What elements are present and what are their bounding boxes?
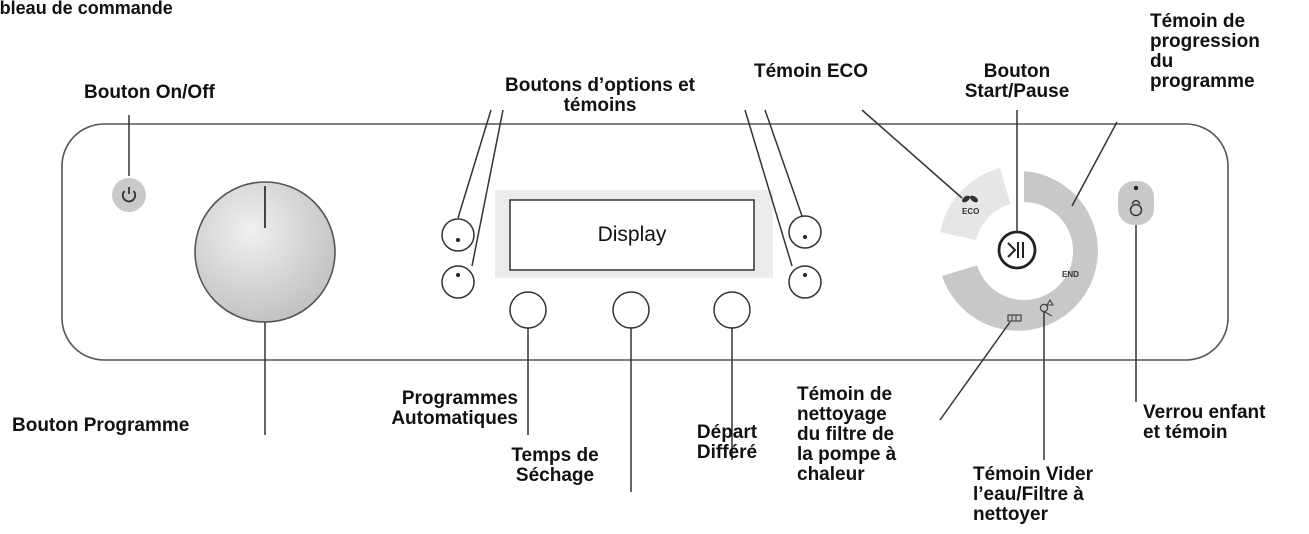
label-line: Séchage [515,465,595,486]
label-line: Témoin de [797,384,893,405]
label-eco-indicator: Témoin ECO [754,61,869,82]
label-progress-indicator: Témoin de progression du programme [1150,12,1260,92]
label-auto-programs: Programmes Automatiques [300,389,518,429]
leader-lines [128,109,1137,492]
label-line: Témoin de [1150,11,1246,32]
label-delay-start: Départ Différé [662,423,792,463]
label-on-off-button: Bouton On/Off [84,82,215,103]
label-line: nettoyer [973,504,1048,525]
label-line: et témoin [1143,422,1228,443]
label-line: Boutons d’options et [505,75,695,96]
label-line: progression [1150,31,1260,52]
indicator-dot [456,238,460,242]
display-screen [509,199,755,271]
option-button-left-bottom[interactable] [441,265,475,299]
label-line: Bouton [983,61,1051,82]
label-line: Start/Pause [964,81,1070,102]
eco-indicator-label: ECO [962,207,980,216]
leader-line [764,109,803,217]
play-pause-icon [1007,242,1017,258]
label-water-filter: Témoin Vider l’eau/Filtre à nettoyer [973,465,1093,525]
drying-time-button[interactable] [612,291,650,329]
label-line: Témoin Vider [973,464,1094,485]
label-line: nettoyage [797,404,887,425]
leader-line [1071,121,1118,207]
child-lock-button[interactable] [1118,181,1154,225]
label-line: Automatiques [391,408,518,429]
label-option-buttons: Boutons d’options et témoins [465,76,735,116]
option-button-right-bottom[interactable] [788,265,822,299]
label-line: Programmes [401,388,518,409]
delay-start-button[interactable] [713,291,751,329]
label-child-lock: Verrou enfant et témoin [1143,403,1265,443]
label-start-pause: Bouton Start/Pause [942,62,1092,102]
lock-icon [1129,199,1143,217]
label-line: l’eau/Filtre à [973,484,1084,505]
label-line: Verrou enfant [1143,402,1266,423]
option-button-right-top[interactable] [788,215,822,249]
label-program-knob: Bouton Programme [12,415,190,436]
leader-line [861,109,963,199]
power-icon [121,190,137,203]
leader-line [471,109,504,267]
water-filter-icon [1039,298,1054,317]
heat-pump-filter-icon [1007,314,1022,322]
label-line: la pompe à [797,444,897,465]
label-line: témoins [563,95,637,116]
leader-line [939,321,1011,421]
page-title: Tableau de commande [0,0,173,18]
label-line: du filtre de [797,424,895,445]
indicator-dot [1133,185,1139,191]
label-drying-time: Temps de Séchage [490,446,620,486]
label-line: programme [1150,71,1255,92]
auto-programs-button[interactable] [509,291,547,329]
on-off-button[interactable] [112,178,146,212]
indicator-dot [803,273,807,277]
eco-leaf-icon [962,195,978,203]
option-button-left-top[interactable] [441,218,475,252]
leader-line [457,109,492,219]
indicator-dot [803,235,807,239]
label-line: Départ [696,422,758,443]
label-line: du [1150,51,1174,72]
label-line: chaleur [797,464,865,485]
indicator-dot [456,273,460,277]
end-indicator-label: END [1062,270,1079,279]
start-pause-button[interactable] [997,230,1037,270]
leader-line [744,109,793,267]
label-line: Différé [696,442,758,463]
display-label: Display [597,223,667,246]
label-heat-pump-filter: Témoin de nettoyage du filtre de la pomp… [797,385,896,485]
label-line: Temps de [511,445,599,466]
program-knob[interactable] [194,181,336,323]
